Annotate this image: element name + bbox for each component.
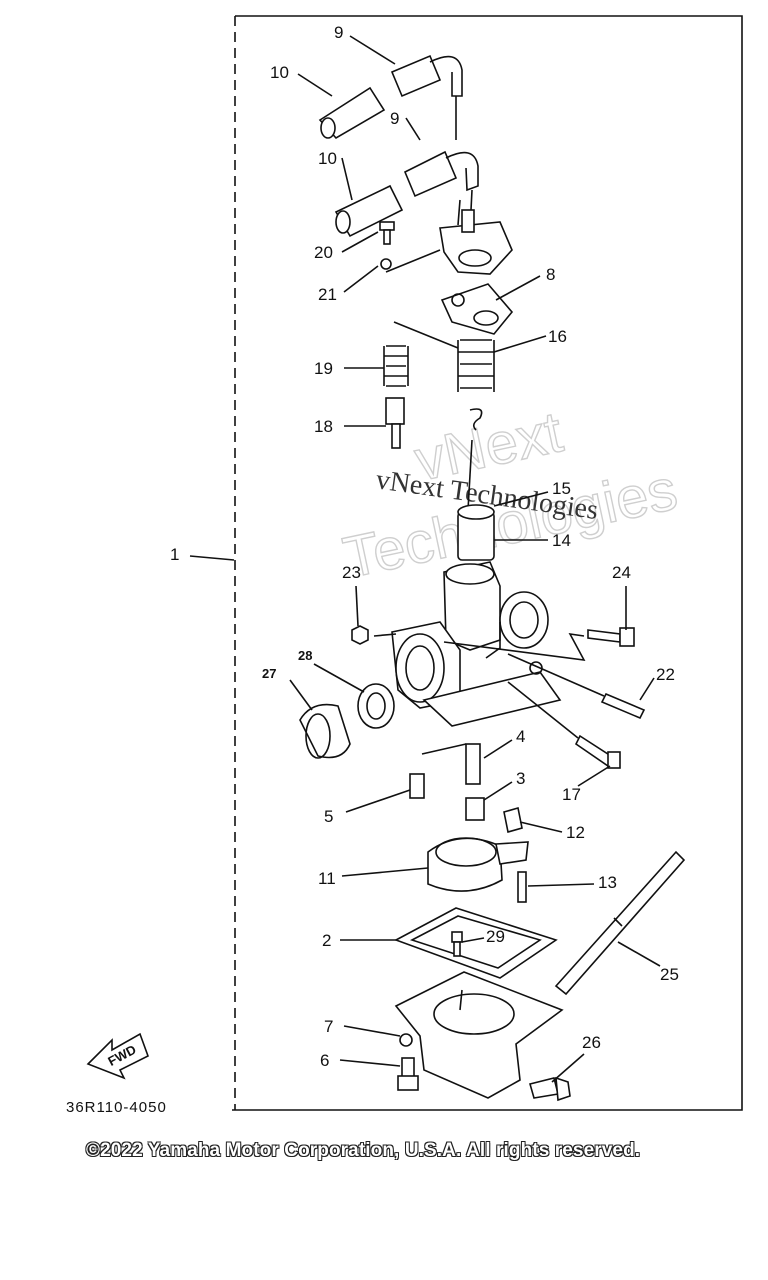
part-16-spring [457, 339, 495, 392]
callout-leaders [189, 35, 661, 1083]
callout-1: 1 [170, 545, 179, 564]
copyright-notice: ©2022 Yamaha Motor Corporation, U.S.A. A… [86, 1140, 641, 1161]
callout-2: 2 [322, 931, 331, 950]
part-13-pin [517, 871, 527, 903]
part-20-screw [379, 221, 395, 245]
part-12-needle-valve [503, 806, 523, 834]
callout-25: 25 [660, 965, 679, 984]
part-6-screw [397, 1057, 419, 1091]
part-19-spring [383, 345, 409, 387]
callout-5: 5 [324, 807, 333, 826]
callout-21: 21 [318, 285, 337, 304]
part-2-gasket [394, 907, 558, 979]
callout-11: 11 [318, 869, 336, 888]
callout-6: 6 [320, 1051, 329, 1070]
part-24-screw [587, 627, 635, 647]
callout-29: 29 [486, 927, 505, 946]
top-cap [439, 209, 513, 275]
callout-28: 28 [298, 648, 312, 663]
callout-3: 3 [516, 769, 525, 788]
part-10-lower [334, 184, 404, 238]
callout-19: 19 [314, 359, 333, 378]
part-clip [469, 408, 483, 431]
callout-18: 18 [314, 417, 333, 436]
part-needle [467, 439, 473, 511]
part-17-screw [574, 734, 621, 769]
part-8-plate [440, 283, 514, 335]
part-25-hose [554, 850, 686, 996]
part-9-lower [403, 150, 479, 198]
callout-15: 15 [552, 479, 571, 498]
fwd-arrow-icon: FWD [86, 1032, 149, 1080]
part-22-screw [600, 692, 646, 720]
callout-8: 8 [546, 265, 555, 284]
carburetor-body [391, 561, 562, 727]
part-23-nut [351, 625, 369, 645]
part-29-screw [451, 931, 463, 957]
callout-22: 22 [656, 665, 675, 684]
part-7-washer [399, 1033, 413, 1047]
part-28-seal [357, 683, 395, 729]
part-27-clamp [299, 703, 351, 759]
callout-labels: 9 10 9 10 20 21 8 19 16 18 15 14 1 23 24… [170, 23, 679, 1070]
part-18-plunger [385, 397, 405, 449]
callout-12: 12 [566, 823, 585, 842]
callout-10-lower: 10 [318, 149, 337, 168]
float-bowl [394, 971, 564, 1099]
callout-20: 20 [314, 243, 333, 262]
callout-17: 17 [562, 785, 581, 804]
part-9-upper [390, 54, 463, 98]
callout-13: 13 [598, 873, 617, 892]
part-5-jet [409, 773, 425, 799]
callout-4: 4 [516, 727, 525, 746]
drawing-code: 36R110-4050 [66, 1099, 167, 1116]
callout-23: 23 [342, 563, 361, 582]
callout-9-lower: 9 [390, 109, 399, 128]
callout-9-upper: 9 [334, 23, 343, 42]
part-11-float [427, 837, 529, 892]
callout-7: 7 [324, 1017, 333, 1036]
part-10-upper [318, 86, 386, 140]
callout-10-upper: 10 [270, 63, 289, 82]
callout-14: 14 [552, 531, 571, 550]
part-26-drain-screw [529, 1076, 571, 1102]
assembly-boundary [232, 15, 743, 1111]
callout-16: 16 [548, 327, 567, 346]
part-21-washer [380, 258, 392, 270]
part-14-throttle-valve [457, 504, 495, 561]
part-4-nozzle [465, 743, 481, 785]
callout-27: 27 [262, 666, 276, 681]
callout-26: 26 [582, 1033, 601, 1052]
part-3-jet [465, 797, 485, 821]
callout-24: 24 [612, 563, 631, 582]
